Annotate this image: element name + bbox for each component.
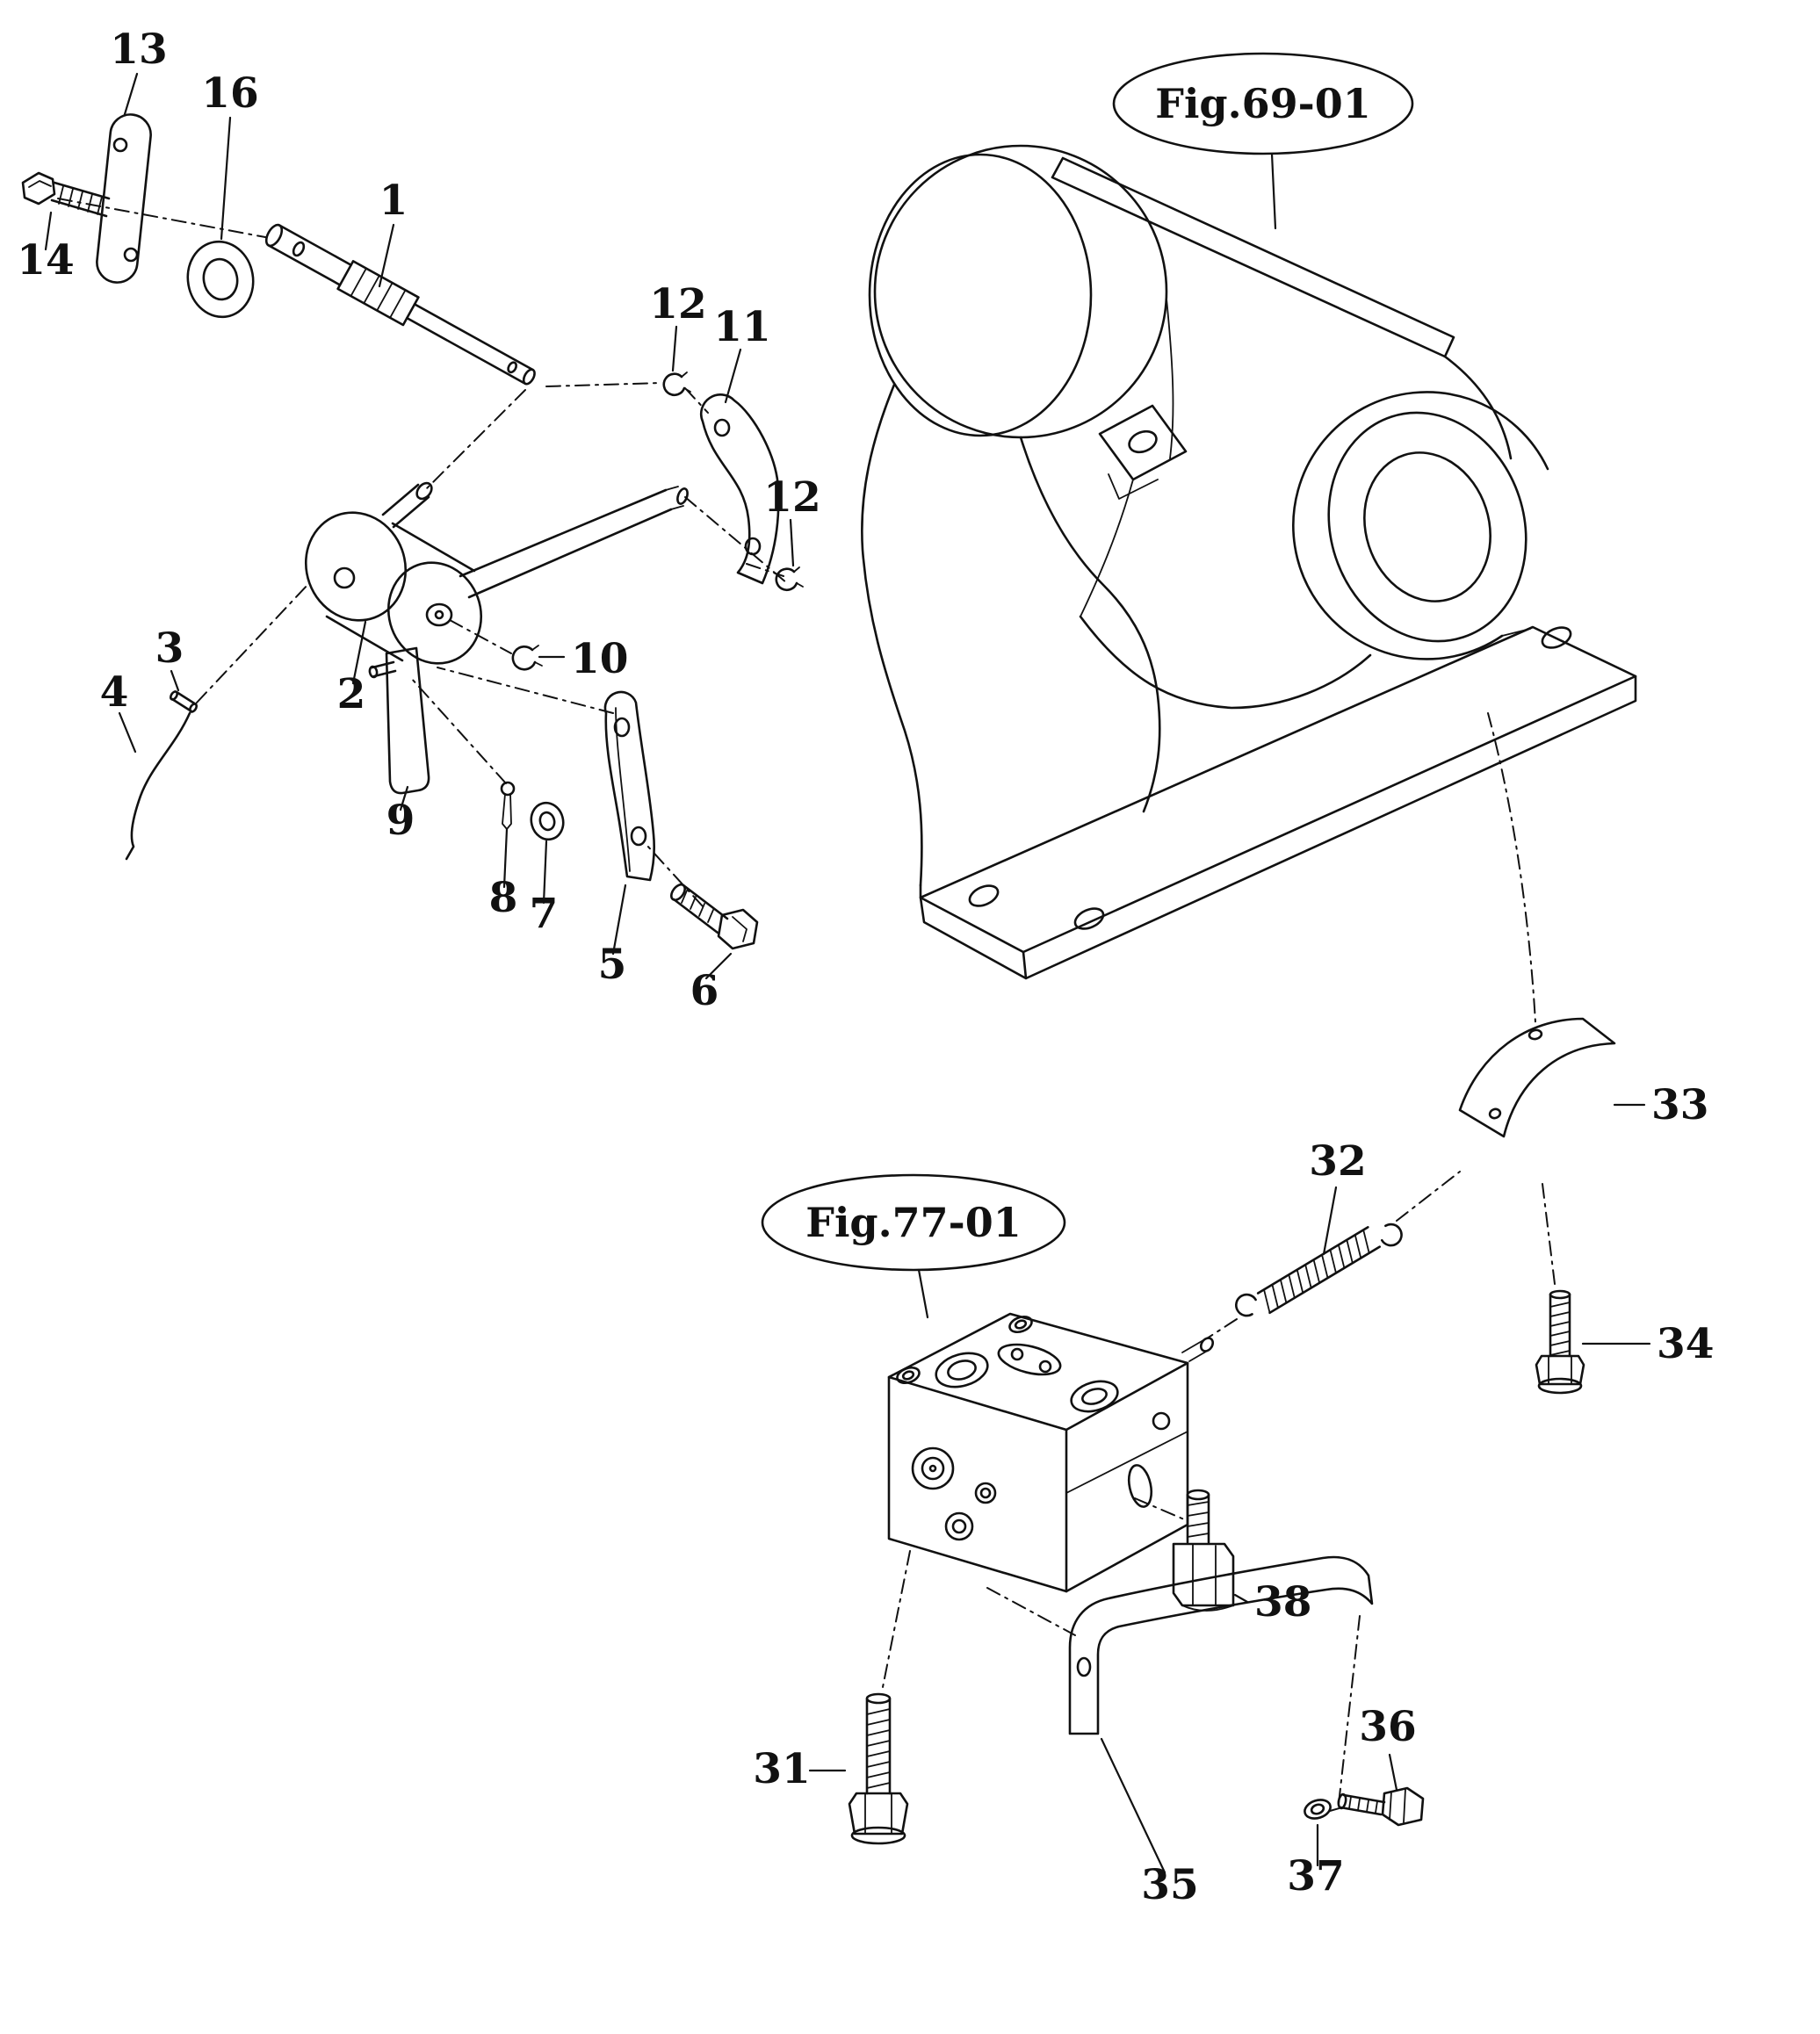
assembly-centerlines-bottom (881, 1497, 1361, 1812)
leader-lines-top (44, 72, 795, 980)
part-label-2: 2 (337, 670, 366, 718)
assembly-centerlines-top (57, 198, 788, 907)
part-label-13: 13 (110, 25, 167, 74)
part-36-bolt (1337, 1786, 1425, 1827)
figure-callout-69-01[interactable]: Fig.69-01 (1112, 52, 1414, 155)
part-14-bolt (21, 171, 111, 218)
part-6-bolt (670, 883, 759, 950)
figure-callout-69-01-leader (1270, 152, 1277, 230)
part-label-38: 38 (1254, 1578, 1311, 1626)
leader-lines-bottom (808, 1593, 1398, 1874)
part-35-handle (1068, 1555, 1374, 1735)
part-label-16: 16 (201, 69, 258, 118)
figure-callout-69-01-label: Fig.69-01 (1155, 80, 1370, 127)
part-8-pin (500, 781, 516, 830)
part-label-34: 34 (1657, 1320, 1714, 1368)
part-label-12a: 12 (649, 280, 706, 328)
part-1-rod (264, 223, 536, 386)
assembly-centerlines-right (1206, 712, 1556, 1339)
part-label-37: 37 (1287, 1852, 1344, 1901)
figure-callout-77-01-label: Fig.77-01 (805, 1199, 1021, 1246)
part-12b-snap-ring (775, 566, 804, 592)
part-label-36: 36 (1359, 1703, 1416, 1751)
part-38-fitting (1172, 1489, 1235, 1612)
part-32-spring (1235, 1223, 1403, 1317)
part-34-bolt (1535, 1289, 1585, 1395)
part-4-cable (125, 711, 191, 861)
part-label-6: 6 (690, 967, 719, 1015)
part-label-3: 3 (155, 624, 184, 673)
part-37-washer (1304, 1799, 1332, 1820)
fig69-housing (861, 144, 1637, 980)
part-label-10: 10 (571, 635, 628, 683)
part-label-7: 7 (530, 890, 559, 938)
part-10-snap-ring (511, 645, 543, 671)
part-9-bracket (368, 646, 430, 795)
part-label-12b: 12 (763, 473, 820, 522)
leader-lines-right (1322, 1103, 1651, 1345)
part-label-14: 14 (17, 236, 74, 285)
part-label-35: 35 (1141, 1861, 1198, 1909)
part-label-4: 4 (100, 668, 129, 717)
part-label-11: 11 (713, 303, 770, 351)
figure-callout-77-01[interactable]: Fig.77-01 (761, 1173, 1066, 1272)
part-label-9: 9 (386, 797, 415, 845)
part-7-washer (530, 801, 565, 841)
part-12a-snap-ring (662, 371, 691, 397)
part-label-32: 32 (1309, 1137, 1366, 1186)
fig77-valve-block (887, 1312, 1215, 1593)
part-31-bolt (848, 1692, 909, 1845)
part-33-saddle (1458, 1017, 1616, 1138)
part-3-pin (169, 690, 199, 713)
part-label-1: 1 (379, 177, 408, 225)
part-16-washer (186, 240, 255, 319)
part-label-31: 31 (753, 1745, 810, 1793)
part-label-5: 5 (598, 941, 627, 989)
part-2-lever (304, 481, 689, 665)
part-5-strap (603, 690, 656, 882)
figure-callout-77-01-leader (917, 1268, 929, 1319)
part-13-plate (96, 113, 152, 284)
part-label-8: 8 (489, 874, 518, 922)
part-label-33: 33 (1651, 1081, 1708, 1129)
